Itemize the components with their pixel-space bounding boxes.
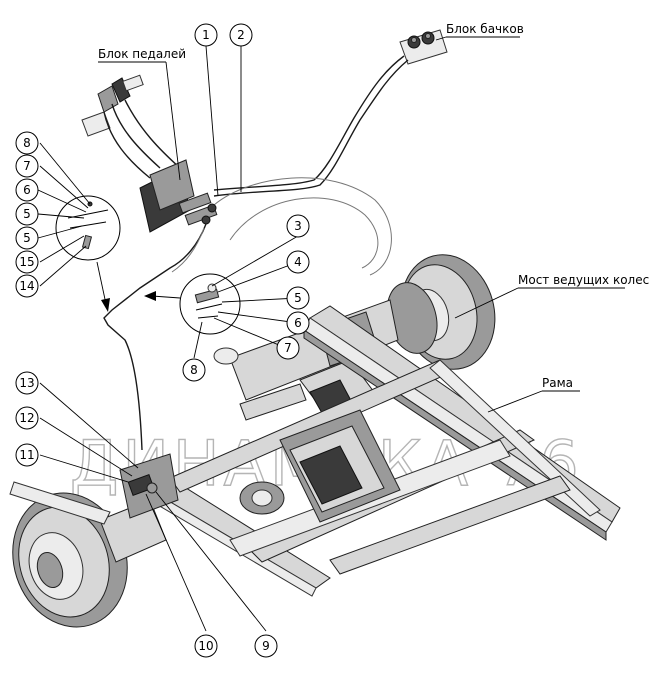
svg-text:15: 15: [19, 255, 34, 269]
svg-text:4: 4: [294, 255, 302, 269]
svg-text:6: 6: [294, 316, 302, 330]
pedal-block-assembly: [81, 74, 218, 233]
tank-block-assembly: [399, 29, 448, 65]
callout-6-right: 6: [286, 311, 310, 335]
svg-text:10: 10: [198, 639, 213, 653]
svg-text:2: 2: [237, 28, 245, 42]
detail-circle-left: [55, 195, 121, 261]
drive-axle-label: Мост ведущих колес: [518, 273, 649, 287]
svg-text:8: 8: [23, 136, 31, 150]
left-wheel-hub-assembly: [9, 453, 179, 628]
callout-12: 12: [15, 406, 39, 430]
svg-text:11: 11: [19, 448, 34, 462]
gearbox-assembly: [239, 383, 401, 523]
callout-15: 15: [15, 250, 39, 274]
arrow-left-icon: [144, 291, 156, 301]
svg-text:12: 12: [19, 411, 34, 425]
callout-leaders: [37, 45, 299, 632]
callout-5-left-b: 5: [15, 226, 39, 250]
callout-3: 3: [286, 214, 310, 238]
callout-5-left-a: 5: [15, 202, 39, 226]
svg-text:7: 7: [284, 341, 292, 355]
svg-text:9: 9: [262, 639, 270, 653]
svg-text:7: 7: [23, 159, 31, 173]
callout-4: 4: [286, 250, 310, 274]
svg-text:5: 5: [23, 207, 31, 221]
callout-8-right: 8: [182, 358, 206, 382]
svg-text:6: 6: [23, 183, 31, 197]
tank-block-label: Блок бачков: [446, 22, 524, 36]
callout-9: 9: [254, 634, 278, 658]
callout-1: 1: [194, 23, 218, 47]
callout-8-left: 8: [15, 131, 39, 155]
callout-6-left: 6: [15, 178, 39, 202]
callout-7-left: 7: [15, 154, 39, 178]
svg-text:5: 5: [294, 291, 302, 305]
callout-14: 14: [15, 274, 39, 298]
svg-text:8: 8: [190, 363, 198, 377]
frame-label: Рама: [542, 376, 573, 390]
svg-text:5: 5: [23, 231, 31, 245]
svg-text:3: 3: [294, 219, 302, 233]
callout-10: 10: [194, 634, 218, 658]
svg-text:13: 13: [19, 376, 34, 390]
arrow-down-icon: [101, 298, 110, 312]
detail-right-parts: [194, 283, 223, 319]
callout-2: 2: [229, 23, 253, 47]
callout-7-right: 7: [276, 336, 300, 360]
detail-left-parts: [67, 201, 109, 250]
callout-11: 11: [15, 443, 39, 467]
svg-text:1: 1: [202, 28, 210, 42]
callout-5-right: 5: [286, 286, 310, 310]
detail-circle-right: [179, 273, 241, 335]
svg-text:14: 14: [19, 279, 34, 293]
pedal-block-label: Блок педалей: [98, 47, 186, 61]
callout-13: 13: [15, 371, 39, 395]
